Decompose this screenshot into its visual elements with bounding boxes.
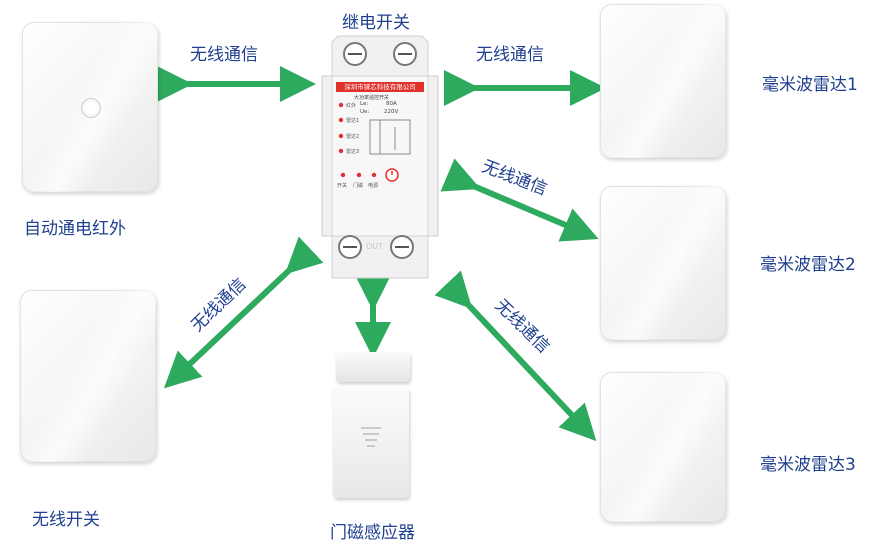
link-label-ir: 无线通信	[190, 45, 258, 65]
door-sensor-vent-icon	[361, 427, 381, 447]
door-sensor-label: 门磁感应器	[330, 523, 415, 543]
relay-device: 深圳市铼芯科技有限公司 大功率遥控开关 Le: 80A Ue: 220V 红外 …	[310, 32, 450, 282]
radar2-panel	[600, 186, 726, 340]
ir-switch-label: 自动通电红外	[24, 219, 126, 239]
relay-company: 深圳市铼芯科技有限公司	[344, 83, 416, 91]
relay-indicator-label: 雷达3	[346, 149, 360, 155]
relay-brand: OUT	[366, 242, 384, 251]
arrow-relay-switch	[163, 236, 324, 389]
relay-indicator-label: 红外	[346, 103, 357, 109]
panel-gloss	[20, 290, 156, 462]
panel-gloss	[600, 372, 726, 522]
radar3-label: 毫米波雷达3	[760, 455, 856, 475]
radar2-label: 毫米波雷达2	[760, 255, 856, 275]
panel-gloss	[600, 186, 726, 340]
relay-title: 继电开关	[342, 13, 410, 33]
relay-body-graphic	[321, 35, 439, 279]
relay-product: 大功率遥控开关	[354, 95, 390, 101]
relay-ue-label: Ue:	[360, 109, 370, 115]
radar3-panel	[600, 372, 726, 522]
relay-le-value: 80A	[386, 101, 397, 107]
relay-indicator-label: 雷达2	[346, 134, 360, 140]
relay-le-label: Le:	[360, 101, 369, 107]
radar1-panel	[600, 4, 726, 158]
relay-indicator-label: 雷达1	[346, 118, 360, 124]
arrow-relay-radar2	[440, 158, 599, 242]
panel-gloss	[600, 4, 726, 158]
ir-switch-panel	[22, 22, 158, 192]
wireless-switch-label: 无线开关	[32, 510, 100, 530]
relay-bottom-label: 电源	[368, 183, 379, 189]
ir-sensor-button-icon	[81, 98, 101, 118]
link-label-radar1: 无线通信	[476, 45, 544, 65]
radar1-label: 毫米波雷达1	[762, 75, 858, 95]
relay-bottom-label: 门磁	[353, 183, 364, 189]
relay-ue-value: 220V	[384, 109, 399, 115]
door-sensor-magnet	[336, 352, 410, 382]
relay-bottom-label: 开关	[337, 183, 348, 189]
door-sensor-body	[333, 388, 409, 498]
wireless-switch-panel	[20, 290, 156, 462]
arrow-relay-radar3	[434, 270, 597, 442]
